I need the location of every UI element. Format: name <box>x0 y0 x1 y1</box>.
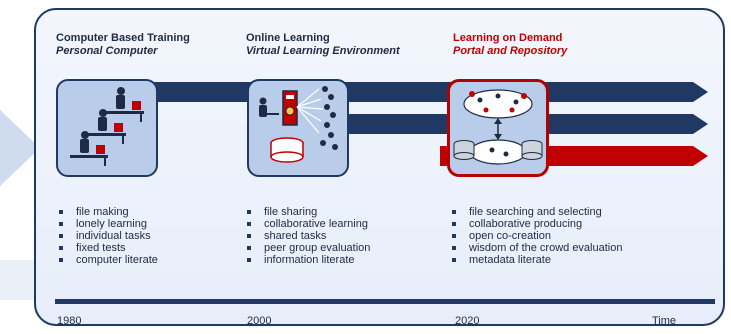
bullet-item: collaborative producing <box>451 218 622 230</box>
bullet-item: metadata literate <box>451 254 622 266</box>
bullet-item: computer literate <box>58 254 158 266</box>
bullet-item: file making <box>58 206 158 218</box>
bullet-item: file searching and selecting <box>451 206 622 218</box>
bullet-item: shared tasks <box>246 230 370 242</box>
era-2-bullets: file sharing collaborative learning shar… <box>246 206 370 266</box>
arrow-1 <box>120 82 708 102</box>
bullet-item: individual tasks <box>58 230 158 242</box>
era-3-title: Learning on Demand <box>453 32 563 44</box>
year-label-2000: 2000 <box>247 315 272 327</box>
time-axis-label: Time <box>652 315 677 327</box>
time-axis-line <box>55 299 715 304</box>
era-3-subtitle: Portal and Repository <box>453 45 568 57</box>
bullet-item: fixed tests <box>58 242 158 254</box>
year-label-1980: 1980 <box>57 315 82 327</box>
era-2-title: Online Learning <box>246 32 330 44</box>
bullet-item: information literate <box>246 254 370 266</box>
cloud-repository-icon <box>453 89 543 165</box>
bullet-item: peer group evaluation <box>246 242 370 254</box>
era-1-bullets: file making lonely learning individual t… <box>58 206 158 266</box>
era-2-subtitle: Virtual Learning Environment <box>246 45 400 57</box>
year-label-2020: 2020 <box>455 315 480 327</box>
computer-training-panel <box>56 79 158 177</box>
era-3-bullets: file searching and selecting collaborati… <box>451 206 622 266</box>
era-1-title: Computer Based Training <box>56 32 190 44</box>
online-learning-panel <box>247 79 349 177</box>
era-1-subtitle: Personal Computer <box>56 45 158 57</box>
bullet-item: file sharing <box>246 206 370 218</box>
bullet-item: lonely learning <box>58 218 158 230</box>
learning-on-demand-panel <box>447 79 549 177</box>
bullet-item: wisdom of the crowd evaluation <box>451 242 622 254</box>
bullet-item: open co-creation <box>451 230 622 242</box>
bullet-item: collaborative learning <box>246 218 370 230</box>
server-network-icon <box>259 86 338 163</box>
people-at-computers-icon <box>70 87 144 166</box>
